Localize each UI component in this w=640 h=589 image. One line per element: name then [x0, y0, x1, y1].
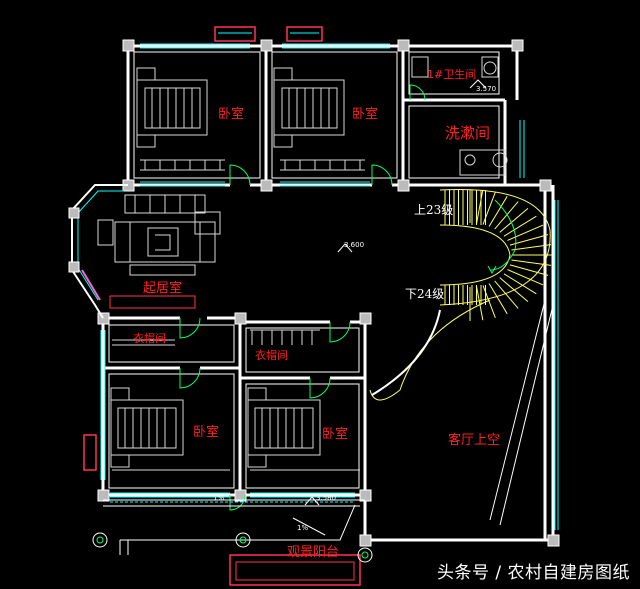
room-label-closet-w: 衣帽间: [133, 331, 166, 345]
room-label-bathroom1: 1#卫生间: [427, 67, 476, 81]
door-closet-m: [329, 321, 351, 343]
slope-label-a: 1%: [213, 494, 224, 502]
stair-tread: [499, 277, 529, 303]
stair-tread: [503, 215, 537, 237]
stair-tread: [507, 224, 544, 241]
stair-tread: [503, 273, 537, 295]
stair-label-down: 下24级: [405, 287, 444, 301]
elevation-balcony: 3.580: [316, 494, 336, 502]
door-nw: [229, 164, 251, 186]
stair-tread: [499, 207, 529, 233]
elevation-center: 3.600: [344, 241, 364, 249]
columns: [97, 39, 560, 547]
stair-tread: [509, 264, 549, 276]
room-label-laundry: 洗漱间: [445, 124, 490, 142]
door-bath: [409, 84, 426, 101]
elevation-bath: 3.570: [476, 85, 496, 93]
room-label-hall-void: 客厅上空: [448, 432, 500, 448]
stair-tread: [507, 269, 544, 286]
doors: [179, 84, 426, 511]
door-closet-w: [179, 317, 201, 339]
room-label-living: 起居室: [143, 280, 182, 296]
bed-nm: [273, 67, 345, 148]
walls: [101, 44, 555, 542]
slope-label-b: 1%: [297, 524, 308, 532]
balcony: [92, 499, 373, 586]
elevation-markers: [292, 79, 487, 536]
room-label-balcony: 观景阳台: [287, 545, 339, 560]
stair-arrows: [487, 199, 517, 275]
stair-tread: [494, 201, 519, 230]
watermark: 头条号 / 农村自建房图纸: [436, 563, 630, 583]
door-nm: [371, 164, 393, 186]
wall-ne-right: [503, 46, 519, 185]
bay-window: [68, 184, 128, 319]
stair-tread: [494, 280, 519, 309]
inner-lines: [108, 51, 500, 489]
bed-sw: [110, 387, 184, 468]
bed-sm: [247, 387, 321, 468]
hall-void-line-2: [499, 304, 554, 526]
stair-tread: [488, 283, 508, 315]
bed-nw: [136, 67, 208, 148]
stair-label-up: 上23级: [414, 203, 453, 217]
room-label-bedroom-nm: 卧室: [352, 106, 378, 122]
stair-tread: [488, 195, 508, 227]
room-label-bedroom-sw: 卧室: [193, 424, 219, 440]
room-label-bedroom-sm: 卧室: [322, 426, 348, 442]
room-label-closet-m: 衣帽间: [255, 348, 288, 362]
window-bays: [83, 26, 323, 471]
windows: [100, 43, 559, 530]
hall-void-line: [489, 299, 546, 521]
wall-closet-w: [103, 366, 365, 380]
door-balcony: [229, 494, 246, 511]
stair-tread: [511, 244, 552, 251]
stair-treads: [444, 189, 552, 321]
stair-tread: [476, 286, 484, 321]
living-sofa-set: [97, 194, 221, 309]
door-sm: [309, 377, 331, 399]
stair-tread: [511, 259, 552, 266]
staircase: [369, 189, 552, 401]
room-label-bedroom-nw: 卧室: [218, 106, 244, 122]
furniture: [97, 56, 508, 471]
stair-tread: [476, 189, 484, 224]
door-sw: [179, 367, 201, 389]
